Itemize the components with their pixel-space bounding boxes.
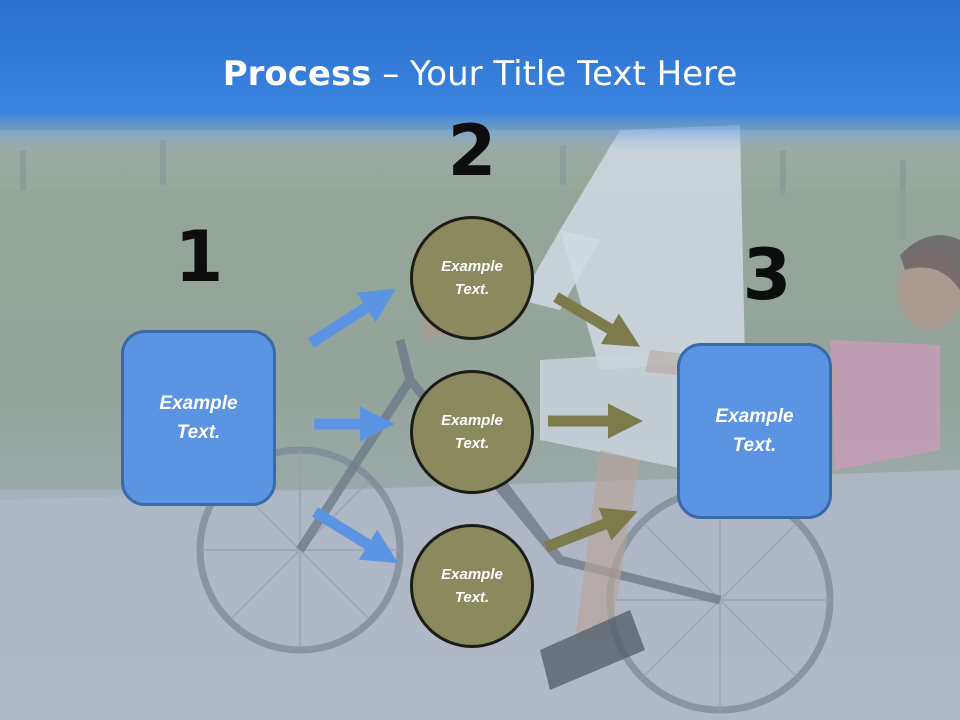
step-number-1: 1 <box>174 216 224 298</box>
step-1-text: Example Text. <box>159 393 238 443</box>
circle-top-text: Example Text. <box>441 258 503 298</box>
step-1-box: Example Text. <box>121 330 276 506</box>
arrow-1-to-top <box>308 288 396 348</box>
step-2-circle-middle: Example Text. <box>410 370 534 494</box>
step-2-circle-bottom: Example Text. <box>410 524 534 648</box>
step-3-box: Example Text. <box>677 343 832 519</box>
circle-bottom-text: Example Text. <box>441 566 503 606</box>
step-number-2: 2 <box>447 110 497 192</box>
step-2-circle-top: Example Text. <box>410 216 534 340</box>
title-bold: Process <box>222 54 372 94</box>
slide-title: Process – Your Title Text Here <box>0 52 960 96</box>
step-3-text: Example Text. <box>715 406 794 456</box>
arrow-top-to-3 <box>553 292 641 347</box>
title-rest: – Your Title Text Here <box>371 54 738 94</box>
step-number-3: 3 <box>742 234 792 316</box>
arrow-bottom-to-3 <box>544 507 638 553</box>
arrow-1-to-bottom <box>312 507 398 564</box>
circle-middle-text: Example Text. <box>441 412 503 452</box>
